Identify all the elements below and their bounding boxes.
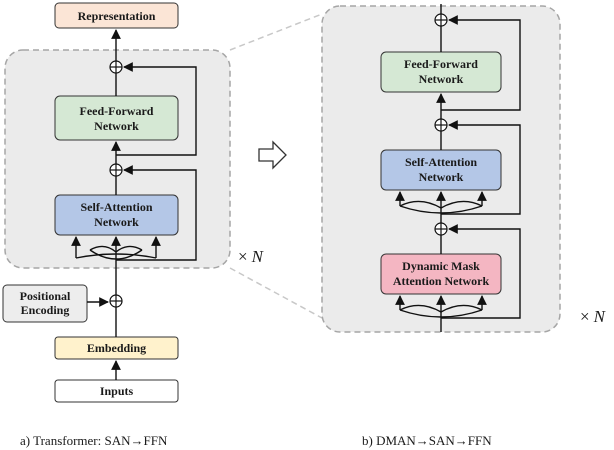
positional-encoding-box: Positional Encoding	[2, 284, 88, 323]
zoom-line-bottom	[229, 267, 323, 319]
left-self-attention-box: Self-Attention Network	[54, 194, 179, 236]
svg-text:Embedding: Embedding	[87, 341, 146, 355]
svg-text:Self-Attention: Self-Attention	[405, 155, 477, 169]
svg-text:Feed-Forward: Feed-Forward	[404, 57, 478, 71]
left-add-circle-top	[109, 60, 123, 74]
right-add-circle-bottom	[434, 222, 448, 236]
svg-text:Attention Network: Attention Network	[393, 274, 490, 288]
svg-text:Network: Network	[419, 72, 464, 86]
representation-box: Representation	[54, 2, 179, 29]
inputs-box: Inputs	[54, 379, 179, 403]
right-caption: b) DMAN→SAN→FFN	[362, 433, 492, 448]
svg-text:Encoding: Encoding	[21, 303, 70, 317]
right-self-attention-box: Self-Attention Network	[380, 149, 502, 191]
right-add-circle-top	[434, 13, 448, 27]
svg-text:Network: Network	[94, 215, 139, 229]
svg-text:Feed-Forward: Feed-Forward	[80, 104, 154, 118]
svg-text:Representation: Representation	[78, 9, 156, 23]
svg-text:Network: Network	[419, 170, 464, 184]
transition-arrow-icon	[258, 140, 287, 170]
left-add-circle-middle	[109, 163, 123, 177]
left-caption: a) Transformer: SAN→FFN	[20, 433, 168, 448]
svg-text:Dynamic Mask: Dynamic Mask	[402, 259, 480, 273]
embedding-box: Embedding	[54, 336, 179, 360]
left-add-circle-bottom	[109, 294, 123, 308]
right-feed-forward-box: Feed-Forward Network	[380, 51, 502, 93]
svg-text:Self-Attention: Self-Attention	[81, 200, 153, 214]
left-feed-forward-box: Feed-Forward Network	[54, 95, 179, 141]
right-repeat-label: ×N	[580, 307, 607, 326]
right-add-circle-middle	[434, 118, 448, 132]
svg-text:Inputs: Inputs	[100, 384, 134, 398]
left-repeat-label: ×N	[238, 247, 265, 266]
dynamic-mask-attention-box: Dynamic Mask Attention Network	[380, 253, 502, 295]
right-flow-arrows	[395, 4, 521, 332]
svg-text:Positional: Positional	[20, 289, 71, 303]
zoom-line-top	[229, 13, 323, 51]
left-flow-arrows	[71, 29, 197, 380]
svg-text:Network: Network	[94, 119, 139, 133]
